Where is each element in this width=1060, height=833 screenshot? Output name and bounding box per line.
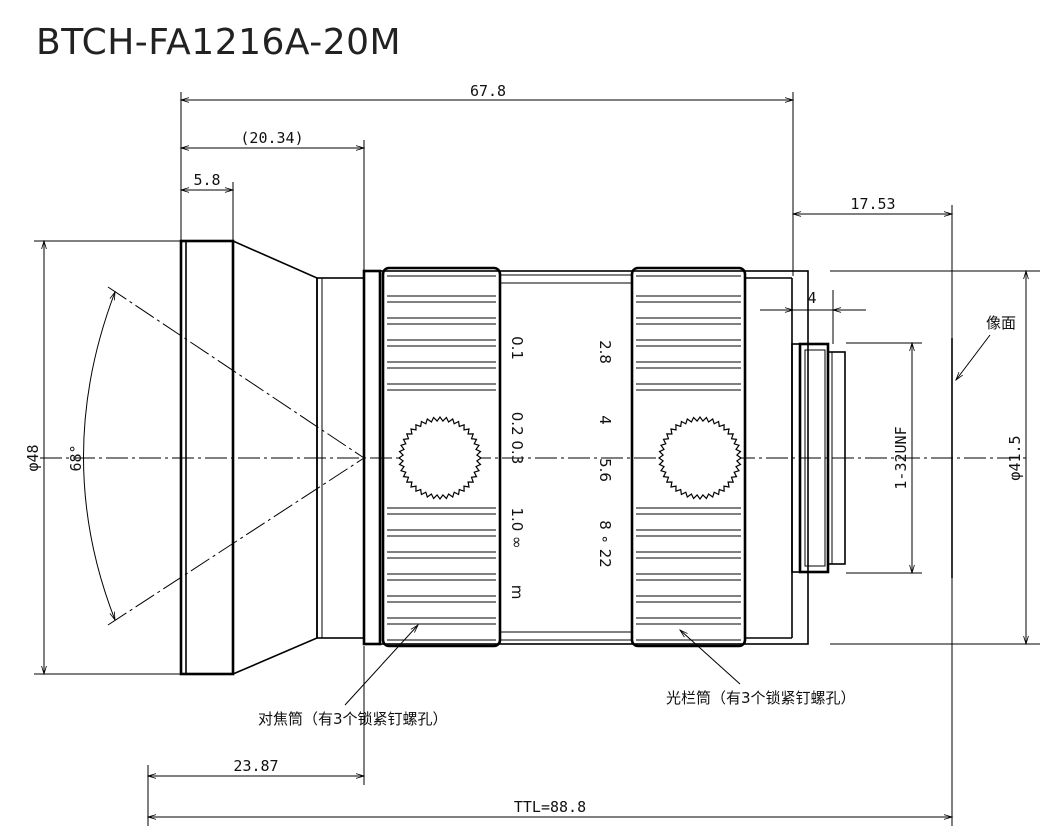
focus-scale-1-0-inf: 1.0 ∞ [508, 507, 526, 548]
focus-scale-0-2-0-3: 0.2 0.3 [508, 412, 526, 464]
dim-front-ring: 5.8 [193, 171, 220, 189]
dim-thread-depth: 4 [807, 289, 816, 307]
aperture-lock-screw [657, 415, 743, 501]
dim-front-diameter: φ48 [24, 444, 42, 471]
front-hood [179, 239, 365, 676]
aperture-scale-8-22: 8 ∘ 22 [596, 520, 614, 568]
dim-back-focal: 17.53 [850, 195, 895, 213]
focus-ring [381, 266, 502, 648]
leader-focus-ring [344, 623, 419, 706]
label-aperture-ring: 光栏筒（有3个锁紧钉螺孔） [666, 689, 856, 707]
leader-aperture-ring [678, 629, 741, 685]
dim-ttl: TTL=88.8 [514, 798, 586, 816]
focus-lock-screw [397, 415, 483, 501]
grip-lines [387, 275, 741, 641]
fov-arc [83, 290, 116, 622]
label-focus-ring: 对焦筒（有3个锁紧钉螺孔） [258, 710, 448, 728]
fov-line-top [107, 286, 365, 459]
leader-image-plane [955, 334, 991, 382]
rear-mount [791, 342, 846, 574]
dim-rear-diameter: φ41.5 [1006, 435, 1024, 480]
lens-body [362, 269, 809, 646]
dim-thread: 1-32UNF [892, 426, 910, 489]
extension-lines [34, 92, 1040, 826]
dim-overall-length: 67.8 [470, 82, 506, 100]
screw-head [397, 415, 483, 501]
focus-scale-unit: m [508, 585, 526, 600]
aperture-scale-4: 4 [596, 415, 614, 425]
drawing-title: BTCH-FA1216A-20M [36, 22, 402, 63]
label-image-plane: 像面 [986, 314, 1016, 332]
aperture-scale-5-6: 5.6 [596, 458, 614, 482]
focus-scale-0-1: 0.1 [508, 336, 526, 360]
dim-focus-offset: 23.87 [233, 757, 278, 775]
aperture-scale-2-8: 2.8 [596, 340, 614, 364]
aperture-ring [630, 266, 747, 648]
dim-field-angle: 68° [67, 444, 85, 471]
fov-line-bottom [107, 457, 365, 626]
screw-head [657, 415, 743, 501]
dim-front-section: (20.34) [240, 129, 303, 147]
